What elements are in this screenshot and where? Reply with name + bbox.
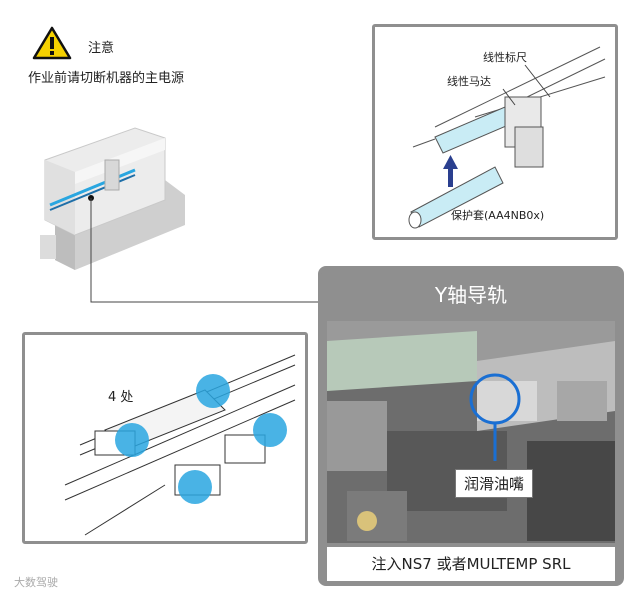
warning-label: 注意 [88, 37, 114, 56]
linear-motor-label: 线性马达 [447, 73, 491, 89]
lubrication-points-panel [22, 332, 308, 544]
rail-photo: 润滑油嘴 [327, 321, 615, 543]
lube-point-4 [178, 470, 212, 504]
lube-nozzle-label: 润滑油嘴 [455, 469, 533, 498]
rail-photo-drawing [327, 321, 615, 543]
point-count-label: 4 处 [108, 386, 133, 405]
protective-cover-label: 保护套(AA4NB0x) [451, 207, 544, 223]
lube-point-1 [196, 374, 230, 408]
linear-motor-panel: 线性标尺 线性马达 保护套(AA4NB0x) [372, 24, 618, 240]
machine-illustration [15, 110, 195, 290]
grease-caption: 注入NS7 或者MULTEMP SRL [327, 547, 615, 581]
linear-scale-label: 线性标尺 [483, 49, 527, 65]
y-axis-rail-panel: Y轴导轨 润滑油嘴 注入NS7 或者MULTEMP SRL [318, 266, 624, 586]
lube-point-2 [115, 423, 149, 457]
lubrication-points-diagram [25, 335, 305, 541]
watermark: 大数驾驶 [14, 574, 58, 590]
warning-text: 作业前请切断机器的主电源 [28, 67, 184, 86]
lube-point-3 [253, 413, 287, 447]
warning-icon [32, 26, 72, 60]
rail-panel-title: Y轴导轨 [321, 269, 621, 321]
